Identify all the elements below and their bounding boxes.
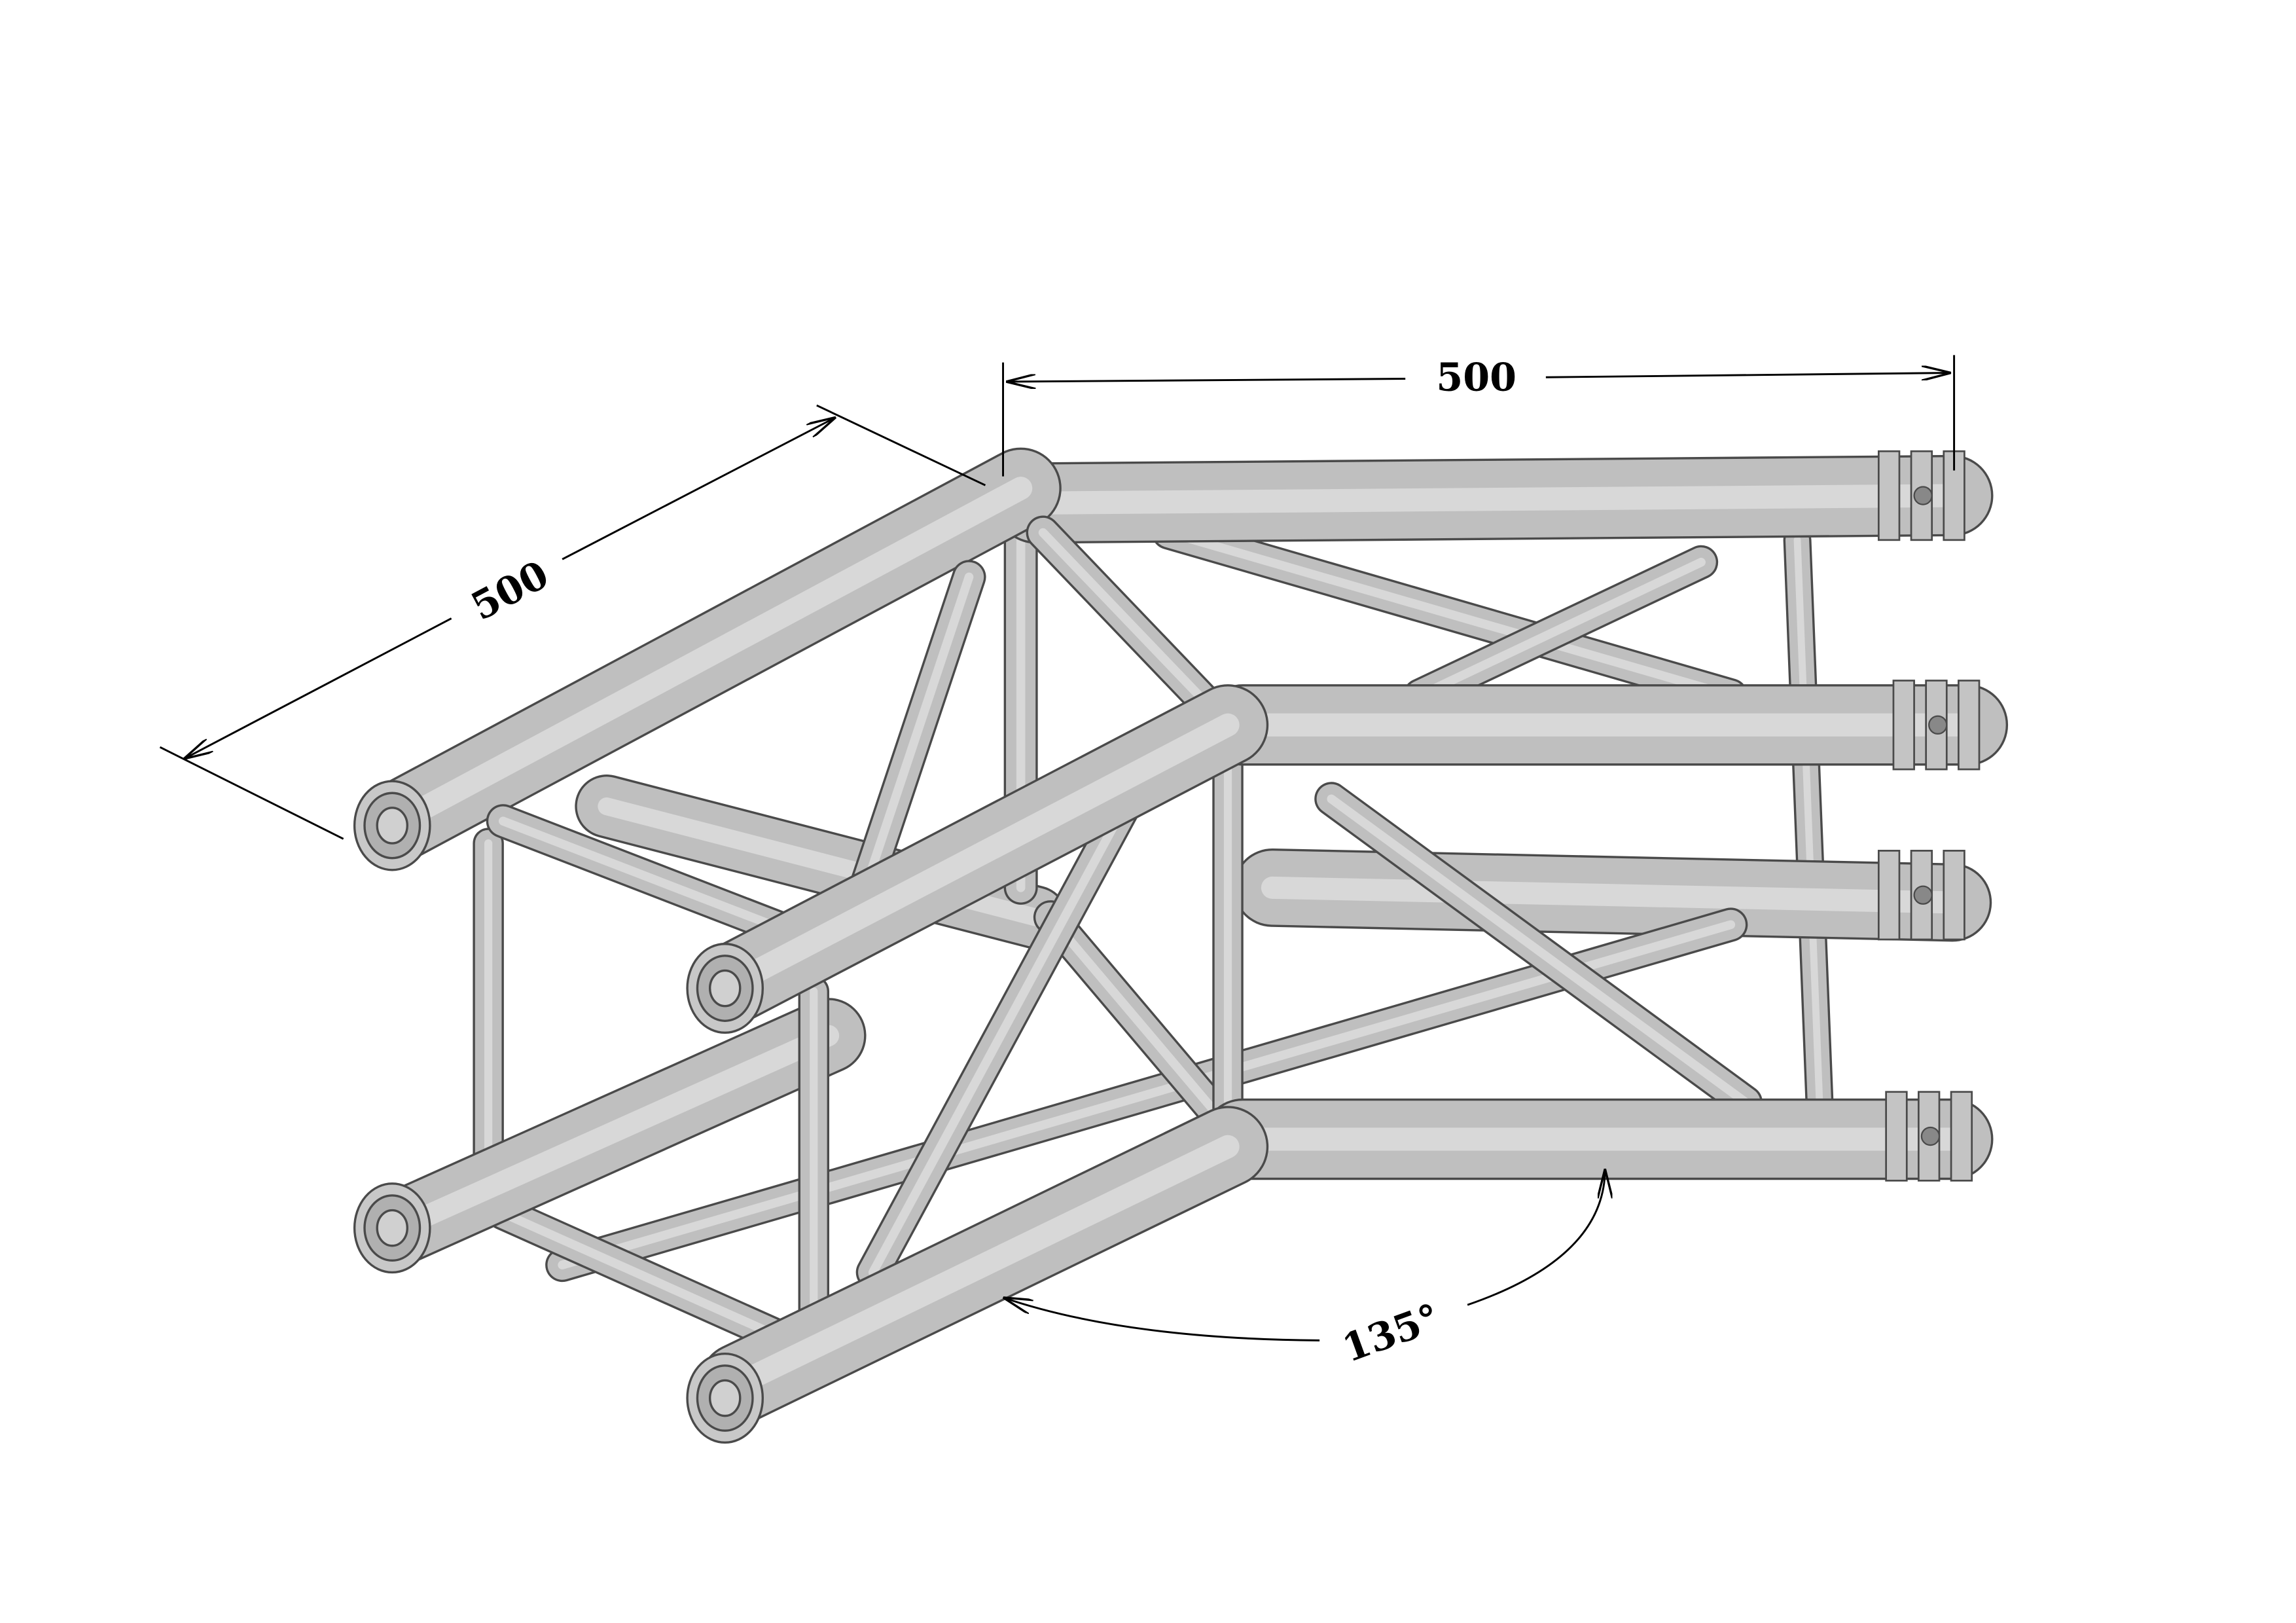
dimension-top: 500 [1002,355,1956,477]
diagonal-brace [1314,782,1763,1120]
bottom-back-chord-front [361,998,867,1266]
connector-spigot [1877,850,1965,941]
connector-end [376,1209,408,1247]
connector-spigot [1892,680,1981,771]
truss-members [359,447,2009,1425]
bottom-diagonal-brace [545,907,1748,1283]
bottom-horizontal-brace [486,1196,802,1357]
connector-spigot [1877,450,1965,541]
dimension-top-label: 500 [1436,355,1516,400]
dimension-angle-label: 135° [1336,1294,1445,1371]
top-back-chord-right [995,454,1994,544]
connector-end [376,807,408,845]
diagonal-brace [855,789,1141,1290]
diagonal-brace [1151,515,1748,713]
dimension-left-label: 500 [464,552,556,629]
diagonal-brace [1026,515,1230,727]
bottom-front-chord-left [699,1106,1269,1425]
connector-end [708,1379,742,1417]
connector-end [708,969,742,1008]
bottom-back-chord-right [1232,848,1992,942]
vertical-brace [1783,526,1834,1117]
top-front-chord-left [691,684,1269,1025]
diagonal-brace [1033,900,1230,1127]
top-back-chord-left [359,447,1062,862]
truss-connector-ends [353,450,1981,1444]
connector-spigot [1885,1091,1973,1182]
diagonal-brace [1403,545,1719,713]
